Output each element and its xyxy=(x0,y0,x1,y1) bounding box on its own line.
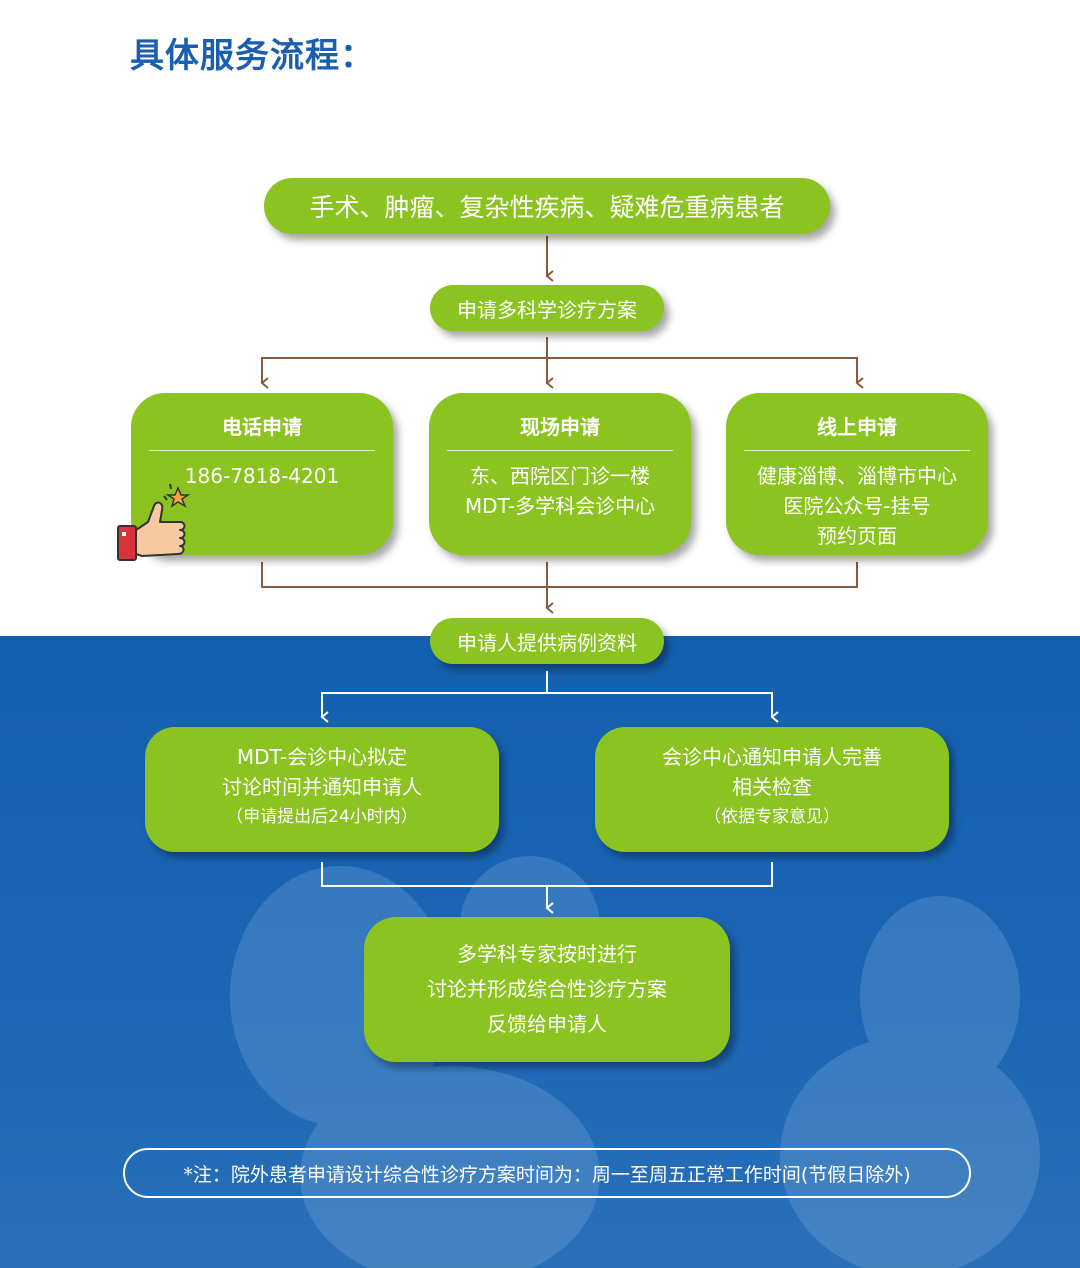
divider xyxy=(447,450,673,451)
schedule-line: 讨论时间并通知申请人 xyxy=(222,775,422,799)
final-line: 反馈给申请人 xyxy=(487,1012,607,1036)
divider xyxy=(744,450,970,451)
apply-mdt-text: 申请多科学诊疗方案 xyxy=(457,297,637,322)
onsite-location-line: 东、西院区门诊一楼 xyxy=(470,464,650,488)
final-line: 讨论并形成综合性诊疗方案 xyxy=(427,977,667,1001)
provide-records-node: 申请人提供病例资料 xyxy=(430,618,664,664)
provide-records-text: 申请人提供病例资料 xyxy=(457,630,637,655)
onsite-apply-title: 现场申请 xyxy=(520,415,600,439)
onsite-location-line: MDT-多学科会诊中心 xyxy=(464,494,656,518)
merge-line-review xyxy=(321,862,773,887)
online-channel-line: 健康淄博、淄博市中心 xyxy=(757,464,957,488)
onsite-apply-card: 现场申请 东、西院区门诊一楼 MDT-多学科会诊中心 xyxy=(429,393,691,555)
footnote-text: *注：院外患者申请设计综合性诊疗方案时间为：周一至周五正常工作时间(节假日除外) xyxy=(183,1163,911,1186)
schedule-line: MDT-会诊中心拟定 xyxy=(236,745,408,769)
apply-mdt-node: 申请多科学诊疗方案 xyxy=(430,285,664,331)
final-line: 多学科专家按时进行 xyxy=(457,942,637,966)
branch-line-methods xyxy=(261,357,858,383)
merge-line-methods xyxy=(261,562,858,588)
divider xyxy=(149,450,375,451)
phone-apply-title: 电话申请 xyxy=(222,415,302,439)
exams-note: （依据专家意见） xyxy=(704,807,840,827)
background-photo-overlay xyxy=(0,636,1080,1268)
footnote: *注：院外患者申请设计综合性诊疗方案时间为：周一至周五正常工作时间(节假日除外) xyxy=(123,1148,971,1198)
branch-line-review xyxy=(321,692,773,717)
exams-line: 相关检查 xyxy=(732,775,812,799)
online-channel-line: 医院公众号-挂号 xyxy=(783,494,931,518)
thumbs-up-icon xyxy=(117,483,191,561)
online-apply-title: 线上申请 xyxy=(817,415,897,439)
schedule-note: （申请提出后24小时内） xyxy=(226,807,418,827)
patient-group-node: 手术、肿瘤、复杂性疾病、疑难危重病患者 xyxy=(264,178,830,234)
online-channel-line: 预约页面 xyxy=(817,524,897,548)
page-title: 具体服务流程： xyxy=(130,36,375,76)
exams-line: 会诊中心通知申请人完善 xyxy=(662,745,882,769)
online-apply-card: 线上申请 健康淄博、淄博市中心 医院公众号-挂号 预约页面 xyxy=(726,393,988,555)
schedule-discussion-card: MDT-会诊中心拟定 讨论时间并通知申请人 （申请提出后24小时内） xyxy=(145,727,499,852)
patient-group-text: 手术、肿瘤、复杂性疾病、疑难危重病患者 xyxy=(309,193,785,222)
complete-exams-card: 会诊中心通知申请人完善 相关检查 （依据专家意见） xyxy=(595,727,949,852)
phone-number: 186-7818-4201 xyxy=(184,464,340,488)
final-plan-card: 多学科专家按时进行 讨论并形成综合性诊疗方案 反馈给申请人 xyxy=(364,917,730,1062)
